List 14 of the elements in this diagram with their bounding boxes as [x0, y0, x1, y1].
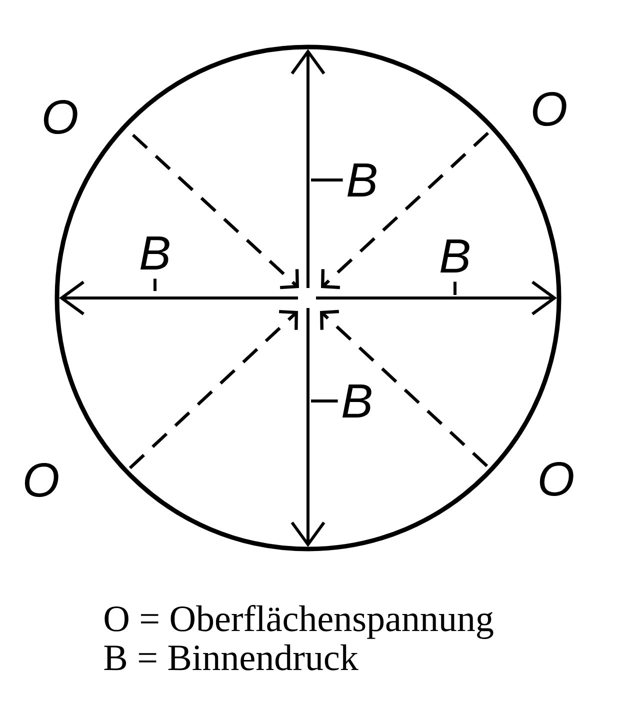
symbol-label: B: [342, 384, 372, 418]
symbol-label: O: [44, 100, 78, 134]
symbol-label: B: [140, 236, 170, 270]
symbol-label: O: [532, 92, 566, 126]
leader-line: [311, 400, 338, 402]
symbol-label: O: [540, 462, 574, 496]
leader-line: [311, 178, 343, 182]
symbol-label: O: [24, 463, 58, 497]
symbol-label: B: [440, 239, 470, 273]
symbol-label: B: [347, 164, 376, 197]
leader-line: [154, 278, 156, 291]
leader-line: [454, 282, 456, 295]
key-text: O = Oberflächenspannung: [104, 604, 494, 639]
key-text: B = Binnendruck: [104, 644, 358, 670]
